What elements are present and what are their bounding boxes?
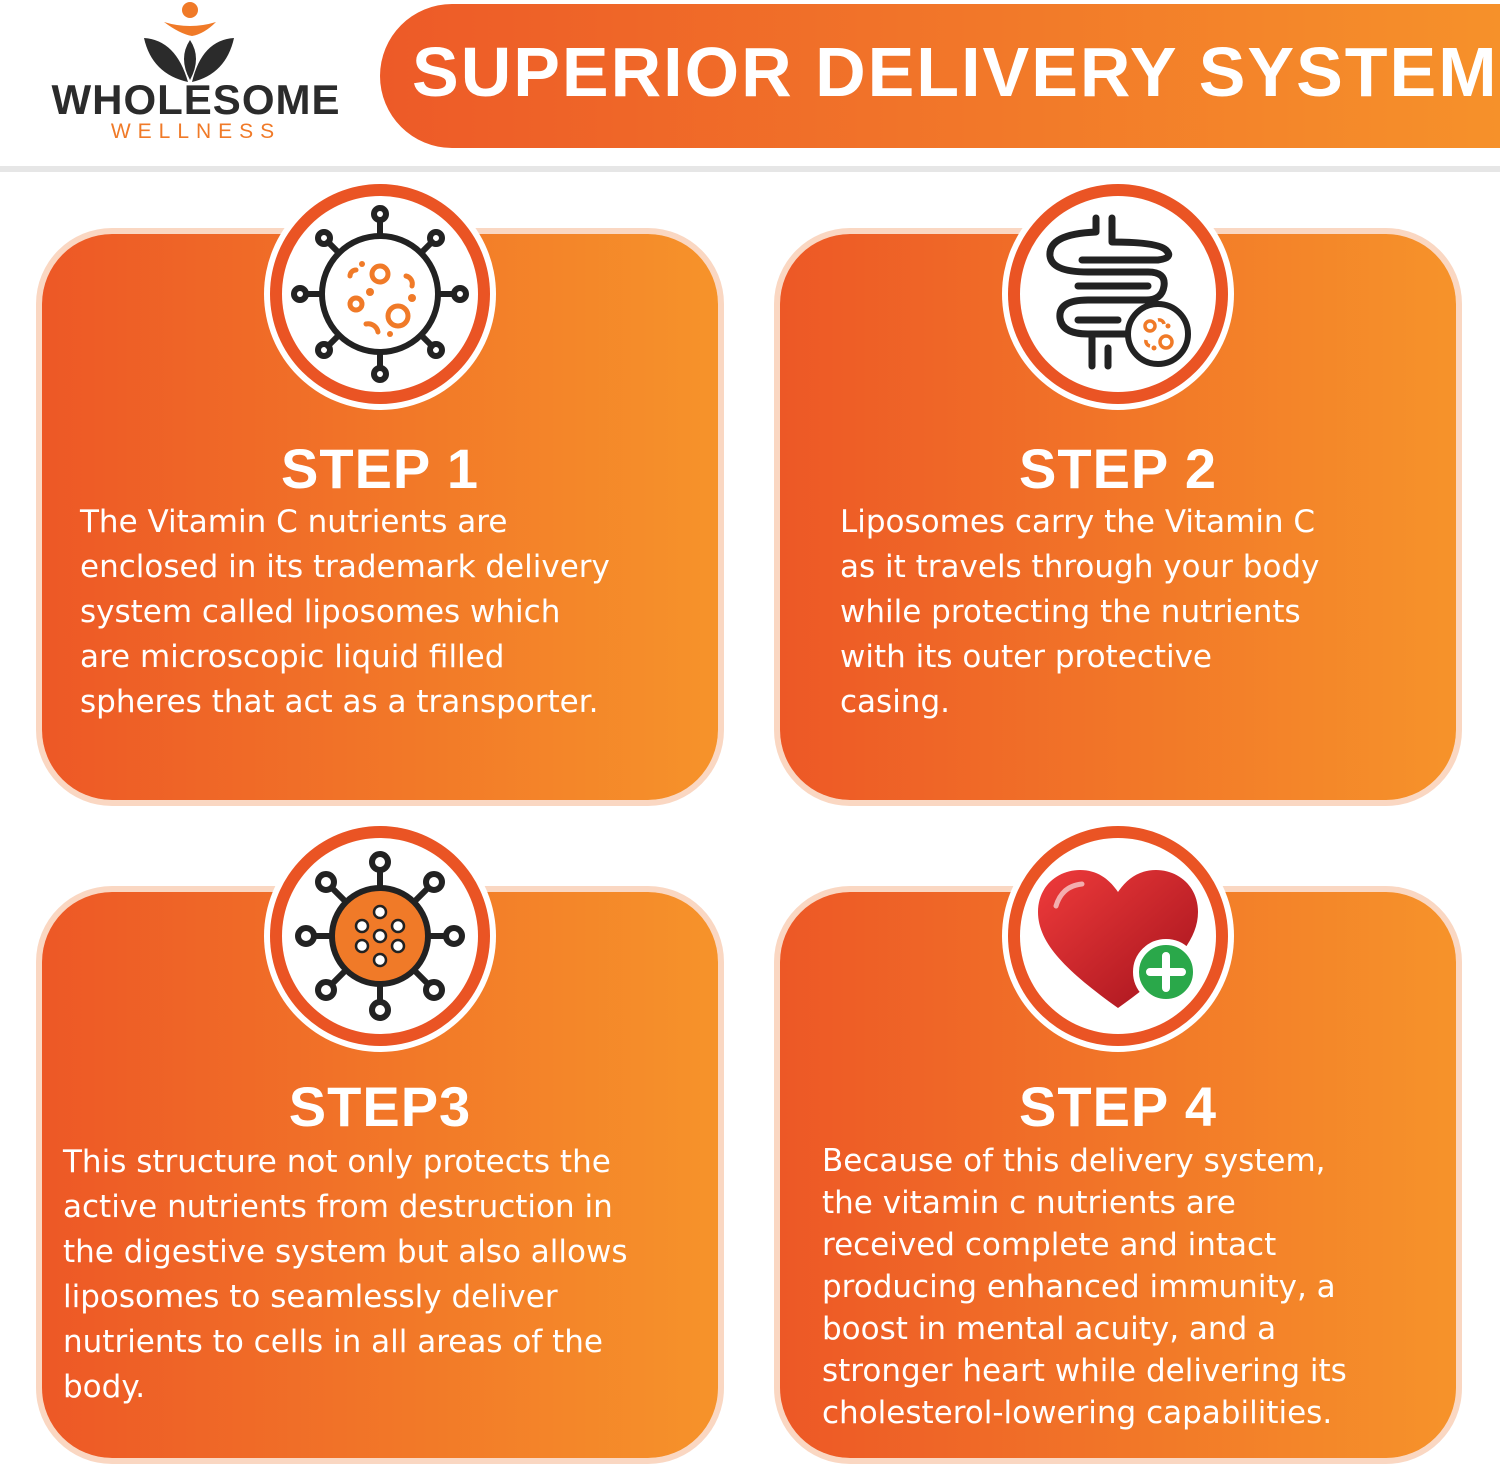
leaf-person-logo-icon (144, 2, 234, 82)
step-2-text: Liposomes carry the Vitamin C as it trav… (840, 504, 1320, 720)
step-3-title: STEP3 (288, 1075, 472, 1138)
step-3-text: This structure not only protects the act… (63, 1144, 628, 1405)
step-1-title: STEP 1 (281, 437, 479, 500)
header: WHOLESOME WELLNESS SUPERIOR DELIVERY SYS… (0, 0, 1500, 172)
step-1-icon-badge (270, 184, 490, 404)
intestine-icon (1046, 214, 1191, 370)
brand-logo: WHOLESOME WELLNESS (30, 0, 360, 160)
title-banner (380, 4, 1500, 148)
liposome-particle-icon (295, 851, 465, 1021)
brand-name: WHOLESOME (51, 76, 341, 123)
step-4-icon-badge (1008, 826, 1228, 1046)
brand-tagline: WELLNESS (110, 120, 282, 143)
step-4-text: Because of this delivery system, the vit… (822, 1143, 1347, 1431)
page-title: SUPERIOR DELIVERY SYSTEM (412, 33, 1499, 111)
step-2-icon-badge (1008, 184, 1228, 404)
heart-plus-icon (1038, 870, 1199, 1008)
microbe-cell-icon (291, 205, 469, 383)
step-3-icon-badge (270, 826, 490, 1046)
step-4-title: STEP 4 (1019, 1075, 1217, 1138)
step-1-text: The Vitamin C nutrients are enclosed in … (80, 504, 610, 720)
step-2-title: STEP 2 (1019, 437, 1217, 500)
